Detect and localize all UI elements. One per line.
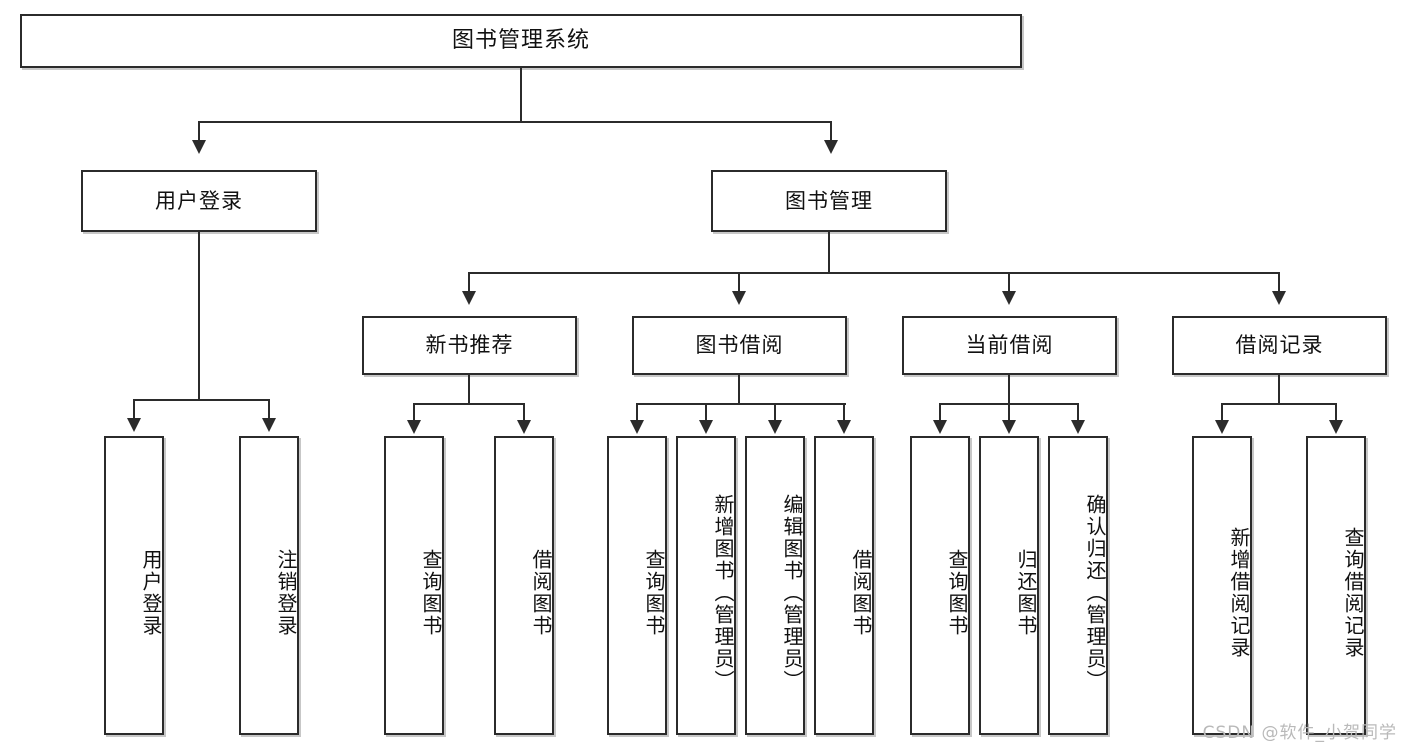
node-label: 图书管理 [785,188,873,213]
connector-login-stem [198,232,200,400]
node-book-borrow[interactable]: 图书借阅 [632,316,847,375]
node-label: 编辑图书（管理员） [780,493,804,692]
node-label: 查询借阅记录 [1341,526,1365,659]
node-root-system[interactable]: 图书管理系统 [20,14,1022,68]
node-label: 新增借阅记录 [1227,526,1251,659]
arrowhead-records-l1 [1215,420,1229,434]
connector-newbooks-l1 [413,403,415,425]
connector-current-l2 [1008,403,1010,425]
connector-bookmgmt-to-records [1278,272,1280,296]
connector-bookmgmt-bus [468,272,1280,274]
connector-newbooks-stem [468,375,470,404]
node-label: 图书借阅 [695,333,784,358]
node-label: 查询图书 [419,548,443,637]
arrowhead-borrow-l1 [630,420,644,434]
connector-newbooks-l2 [523,403,525,425]
node-label: 确认归还（管理员） [1083,493,1107,692]
leaf-logout[interactable]: 注销登录 [239,436,299,735]
leaf-confirm-return-admin[interactable]: 确认归还（管理员） [1048,436,1108,735]
connector-bookmgmt-stem [828,232,830,273]
arrowhead-borrow-l4 [837,420,851,434]
node-label: 查询图书 [945,548,969,637]
connector-current-l3 [1077,403,1079,425]
arrowhead-login-leaf1 [127,418,141,432]
leaf-edit-book-admin[interactable]: 编辑图书（管理员） [745,436,805,735]
node-label: 图书管理系统 [451,28,590,54]
connector-records-bus [1221,403,1337,405]
connector-borrow-l4 [843,403,845,425]
node-label: 新书推荐 [425,333,514,358]
node-label: 注销登录 [274,548,298,637]
arrowhead-newbooks [462,291,476,305]
node-label: 查询图书 [642,548,666,637]
connector-bookmgmt-to-borrow [738,272,740,296]
node-label: 借阅图书 [529,548,553,637]
node-new-book-recommend[interactable]: 新书推荐 [362,316,577,375]
connector-current-stem [1008,375,1010,404]
node-label: 用户登录 [155,188,243,213]
arrowhead-current-l1 [933,420,947,434]
arrowhead-newbooks-l1 [407,420,421,434]
connector-login-to-leaf2 [268,399,270,423]
connector-login-to-leaf1 [133,399,135,423]
connector-records-l1 [1221,403,1223,425]
arrowhead-current-l3 [1071,420,1085,434]
leaf-search-books-current[interactable]: 查询图书 [910,436,970,735]
node-label: 借阅图书 [849,548,873,637]
connector-login-bus [133,399,269,401]
node-label: 当前借阅 [965,333,1054,358]
arrowhead-borrow-l2 [699,420,713,434]
node-label: 用户登录 [139,548,163,637]
node-current-borrow[interactable]: 当前借阅 [902,316,1117,375]
arrowhead-current-l2 [1002,420,1016,434]
arrowhead-borrow-l3 [768,420,782,434]
connector-current-l1 [939,403,941,425]
leaf-search-books-newbooks[interactable]: 查询图书 [384,436,444,735]
arrowhead-borrow [732,291,746,305]
connector-root-stem [520,68,522,122]
node-user-login[interactable]: 用户登录 [81,170,317,232]
arrowhead-newbooks-l2 [517,420,531,434]
csdn-watermark: CSDN @软件_小贺同学 [1202,723,1397,743]
arrowhead-root-to-login [192,140,206,154]
leaf-add-borrow-record[interactable]: 新增借阅记录 [1192,436,1252,735]
connector-borrow-l3 [774,403,776,425]
arrowhead-root-to-bookmgmt [824,140,838,154]
leaf-return-books[interactable]: 归还图书 [979,436,1039,735]
leaf-search-books-borrow[interactable]: 查询图书 [607,436,667,735]
leaf-search-borrow-record[interactable]: 查询借阅记录 [1306,436,1366,735]
node-label: 新增图书（管理员） [711,493,735,692]
node-label: 借阅记录 [1235,333,1324,358]
leaf-borrow-books-borrow[interactable]: 借阅图书 [814,436,874,735]
connector-records-l2 [1335,403,1337,425]
connector-root-bus [198,121,832,123]
connector-newbooks-bus [413,403,525,405]
connector-root-to-bookmgmt [830,121,832,146]
arrowhead-current [1002,291,1016,305]
node-borrow-records[interactable]: 借阅记录 [1172,316,1387,375]
connector-borrow-l2 [705,403,707,425]
leaf-user-login[interactable]: 用户登录 [104,436,164,735]
connector-records-stem [1278,375,1280,404]
connector-borrow-stem [738,375,740,404]
arrowhead-login-leaf2 [262,418,276,432]
node-label: 归还图书 [1014,548,1038,637]
connector-borrow-bus [636,403,846,405]
leaf-borrow-books-newbooks[interactable]: 借阅图书 [494,436,554,735]
connector-bookmgmt-to-current [1008,272,1010,296]
connector-bookmgmt-to-newbooks [468,272,470,296]
arrowhead-records [1272,291,1286,305]
leaf-add-book-admin[interactable]: 新增图书（管理员） [676,436,736,735]
connector-borrow-l1 [636,403,638,425]
node-book-management[interactable]: 图书管理 [711,170,947,232]
arrowhead-records-l2 [1329,420,1343,434]
connector-root-to-login [198,121,200,146]
